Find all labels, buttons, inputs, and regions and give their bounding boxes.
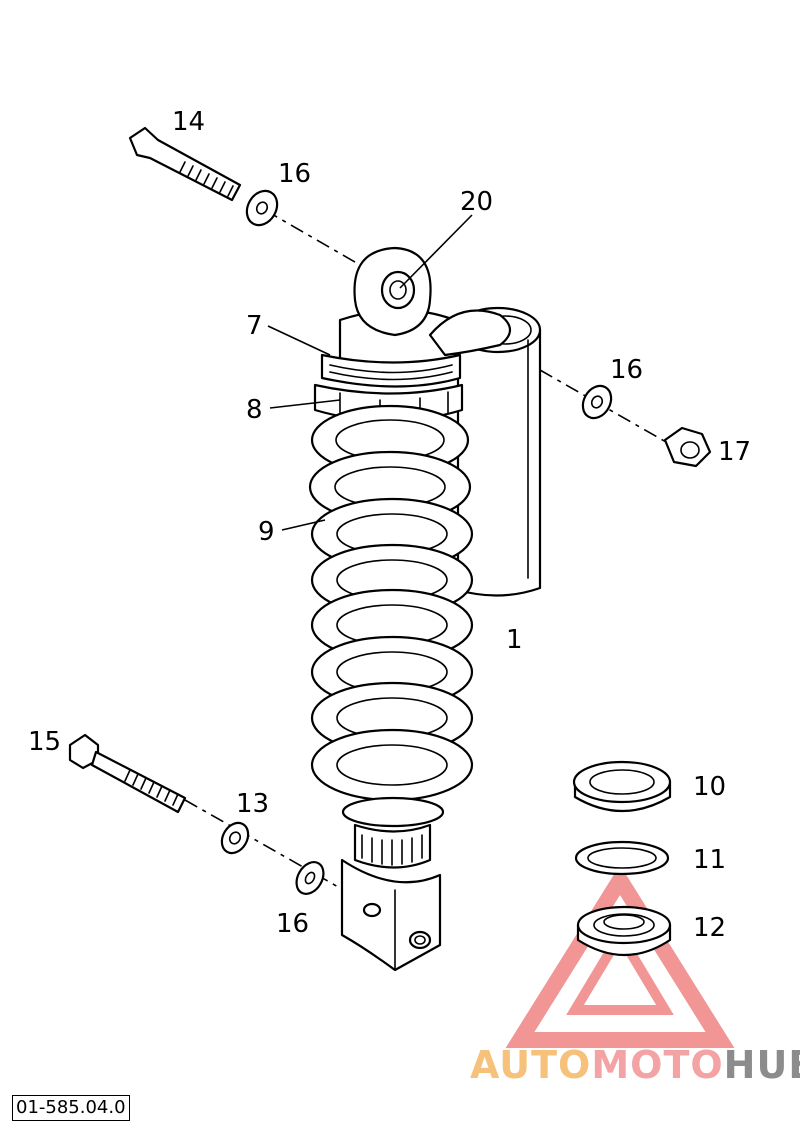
bolt-upper [128,126,242,202]
callout-14: 14 [172,107,205,137]
svg-text:AUTOMOTOHUB: AUTOMOTOHUB [470,1043,800,1087]
callout-10: 10 [693,772,726,802]
washer-lower [295,861,325,895]
watermark-part1: AUTO [470,1043,591,1087]
bushing-10 [572,760,672,812]
callout-9: 9 [258,517,275,547]
watermark-logo: AUTOMOTOHUB [470,1043,800,1087]
washer-upper [245,189,279,227]
axis-upper-right [539,369,681,451]
top-mount [338,246,512,372]
nut-right [663,426,712,468]
axis-lower-left [184,799,371,906]
callout-1: 1 [506,625,523,655]
washer-right [581,384,613,420]
callout-16-upper: 16 [278,159,311,189]
callout-17: 17 [718,437,751,467]
seat-12 [576,905,672,956]
callout-15: 15 [28,727,61,757]
callout-20: 20 [460,187,493,217]
leader-8 [269,399,341,409]
leader-7 [267,325,331,356]
watermark-triangle [505,864,735,1048]
callout-12: 12 [693,913,726,943]
watermark-part3: HUB [724,1043,800,1087]
callout-8: 8 [246,395,263,425]
callout-13: 13 [236,789,269,819]
lower-clevis [340,796,445,972]
drawing-number: 01-585.04.0 [12,1095,130,1121]
bolt-lower [68,733,187,814]
callout-11: 11 [693,845,726,875]
callout-7: 7 [246,311,263,341]
lock-washer [220,821,250,855]
preload-nut [320,353,462,388]
watermark-part2: MOTO [591,1043,723,1087]
axis-upper-left [264,209,361,266]
coil-spring [308,404,474,802]
callout-16-right: 16 [610,355,643,385]
leader-9 [281,519,326,531]
callout-16-lower: 16 [276,909,309,939]
leader-20 [399,214,473,289]
ring-11 [574,840,670,876]
